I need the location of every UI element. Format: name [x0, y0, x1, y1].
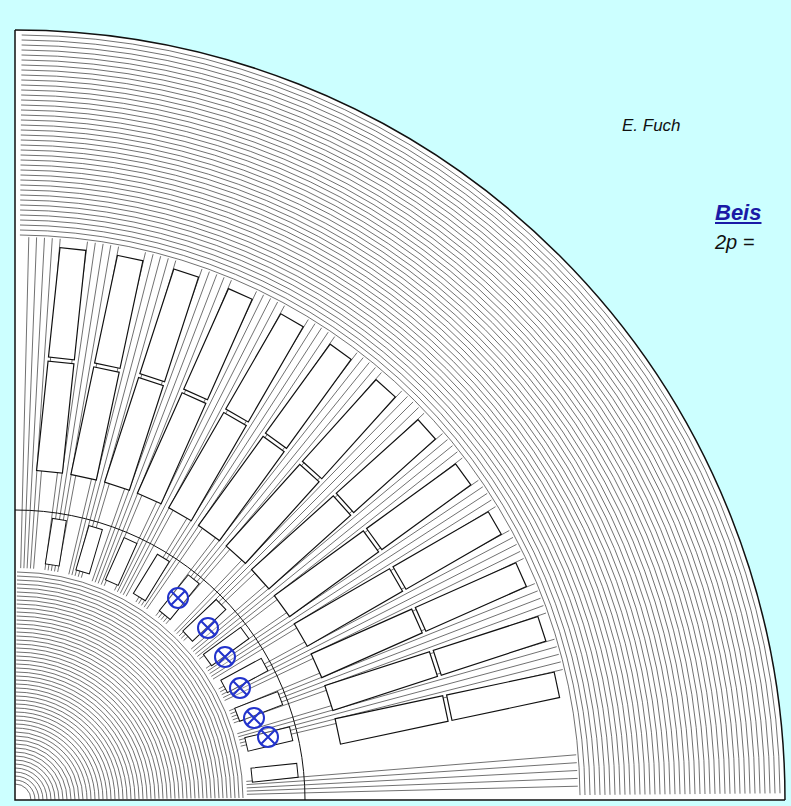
rotor-bar — [133, 554, 169, 601]
rotor-outline — [15, 510, 305, 800]
coil-side — [184, 289, 252, 400]
rotor-bar — [245, 727, 293, 751]
current-into-page-symbol — [244, 708, 264, 728]
machine-sector — [15, 30, 785, 800]
rotor-slot — [76, 526, 102, 574]
flux-line-teeth — [21, 237, 578, 794]
rotor-slot — [159, 575, 199, 620]
flux-lines — [15, 35, 780, 800]
rotor-bar — [76, 526, 102, 574]
rotor-slot — [183, 599, 226, 641]
current-into-page-symbol — [168, 588, 188, 608]
coil-side — [71, 367, 119, 480]
coil-side — [140, 269, 199, 382]
coil-side — [433, 616, 546, 675]
coil-side — [37, 361, 74, 473]
rotor-slot — [251, 763, 298, 782]
rotor-slot — [105, 538, 136, 586]
stator-slot — [325, 616, 546, 710]
section-border — [15, 30, 785, 800]
rotor-bar — [45, 518, 66, 566]
stator-outline — [15, 30, 785, 800]
example-heading: Beis — [715, 200, 761, 226]
coil-side — [95, 255, 143, 368]
current-into-page-symbol — [215, 647, 235, 667]
rotor-bar — [105, 538, 136, 586]
stator-slot — [37, 248, 86, 473]
current-into-page-symbol — [258, 727, 278, 747]
author-note: E. Fuch — [622, 116, 681, 136]
flux-line-arcs — [15, 35, 780, 800]
current-into-page-symbol — [198, 618, 218, 638]
coil-side — [48, 248, 85, 360]
rotor-bar — [159, 575, 199, 620]
rotor-bar — [183, 599, 226, 641]
coil-side — [447, 672, 560, 720]
pole-number: 2p = — [715, 231, 754, 254]
rotor-slot — [133, 554, 169, 601]
rotor-slot — [245, 727, 293, 751]
current-into-page-symbol — [230, 678, 250, 698]
rotor-slot — [45, 518, 66, 566]
rotor-bar — [251, 763, 298, 782]
